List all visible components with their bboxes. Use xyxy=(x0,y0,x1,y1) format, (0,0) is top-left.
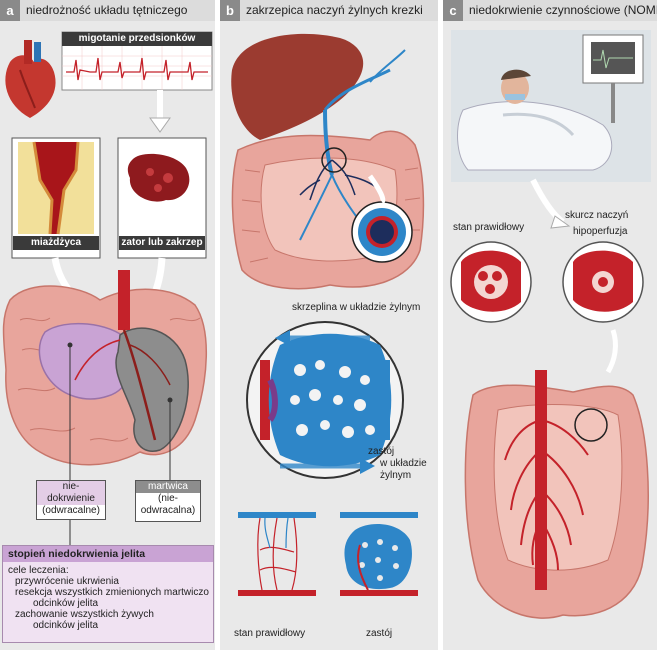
treatment-box: stopień niedokrwienia jelita cele leczen… xyxy=(2,545,214,643)
degree-title: stopień niedokrwienia jelita xyxy=(3,546,213,562)
goal-2: resekcja wszystkich zmienionych martwicz… xyxy=(3,587,213,598)
stasis-small-label: zastój xyxy=(366,628,392,640)
stasis-label-3: żylnym xyxy=(380,470,411,482)
panel-c-illustration xyxy=(443,0,657,650)
panel-venous-thrombosis: b zakrzepica naczyń żylnych krezki xyxy=(220,0,438,650)
heart-icon xyxy=(5,40,55,118)
ecg-title: migotanie przedsionków xyxy=(63,32,211,46)
ischemia-label-line1: nie- xyxy=(37,481,105,493)
goal-3: odcinków jelita xyxy=(3,598,213,609)
ischemia-label-line2: dokrwienie xyxy=(37,493,105,505)
ischemia-label-line3: (odwracalne) xyxy=(37,505,105,517)
normal-state-label: stan prawidłowy xyxy=(234,628,305,640)
necrosis-label-line3: odwracalna) xyxy=(136,505,200,517)
goal-5: odcinków jelita xyxy=(3,620,213,631)
necrosis-label-line1: martwica xyxy=(136,481,200,493)
goal-4: zachowanie wszystkich żywych xyxy=(3,609,213,620)
panel-nomi: c niedokrwienie czynnościowe (NOMI) xyxy=(443,0,657,650)
panel-b-illustration xyxy=(220,0,438,650)
nomi-hypo-label: hipoperfuzja xyxy=(573,226,627,238)
plaque-label: miażdżyca xyxy=(13,236,99,250)
patient-bed-icon xyxy=(451,30,651,182)
nomi-normal-label: stan prawidłowy xyxy=(453,222,524,234)
clot-label: skrzeplina w układzie żylnym xyxy=(292,302,420,314)
necrosis-label-line2: (nie- xyxy=(136,493,200,505)
ischemia-label-box: nie- dokrwienie (odwracalne) xyxy=(36,480,106,520)
necrosis-label-box: martwica (nie- odwracalna) xyxy=(135,480,201,522)
goal-1: przywrócenie ukrwienia xyxy=(3,576,213,587)
stasis-label-2: w układzie xyxy=(380,458,427,470)
stasis-label-1: zastój xyxy=(368,446,394,458)
embolus-label: zator lub zakrzep xyxy=(119,236,205,250)
goals-title: cele leczenia: xyxy=(3,562,213,576)
panel-arterial-occlusion: a niedrożność układu tętniczego xyxy=(0,0,215,650)
nomi-spasm-label: skurcz naczyń xyxy=(565,210,628,222)
